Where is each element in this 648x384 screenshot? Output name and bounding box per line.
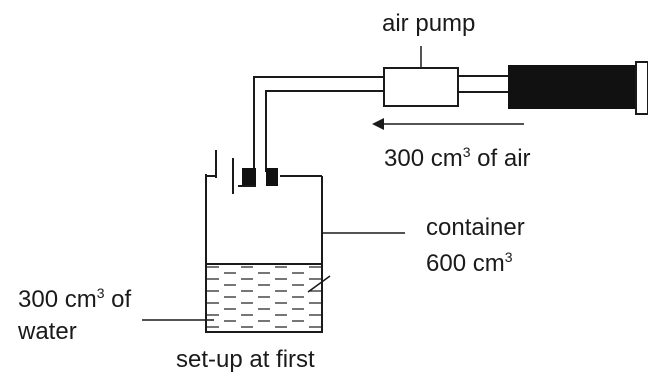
water-volume-unit-sup: 3 xyxy=(96,285,105,301)
tube-outer xyxy=(253,76,384,172)
water-volume-value: 300 cm xyxy=(18,286,97,313)
stopper-left xyxy=(242,168,256,186)
container-walls xyxy=(205,174,323,333)
air-volume-suffix: of air xyxy=(470,145,531,172)
caption: set-up at first xyxy=(176,346,315,373)
syringe-plunger xyxy=(635,61,648,115)
air-volume-value: 300 cm xyxy=(384,145,463,172)
water-volume-suffix: of xyxy=(104,286,132,313)
air-pump-box xyxy=(383,67,459,107)
air-pump-label: air pump xyxy=(382,10,476,37)
container-label: container xyxy=(426,214,525,241)
water xyxy=(207,264,321,331)
volume-pointer xyxy=(307,275,331,293)
water-volume-label: 300 cm3 of xyxy=(18,286,131,312)
container-volume-value: 600 cm xyxy=(426,250,505,277)
air-volume-unit-sup: 3 xyxy=(462,144,471,160)
container-volume-label: 600 cm3 xyxy=(426,250,513,276)
container-volume-unit-sup: 3 xyxy=(504,249,513,265)
stopper-right xyxy=(266,168,278,186)
air-volume-label: 300 cm3 of air xyxy=(384,145,531,171)
air-flow-arrowhead xyxy=(372,118,384,130)
syringe-barrel xyxy=(508,65,636,109)
water-word-label: water xyxy=(18,318,77,345)
tube-inner xyxy=(265,90,384,172)
